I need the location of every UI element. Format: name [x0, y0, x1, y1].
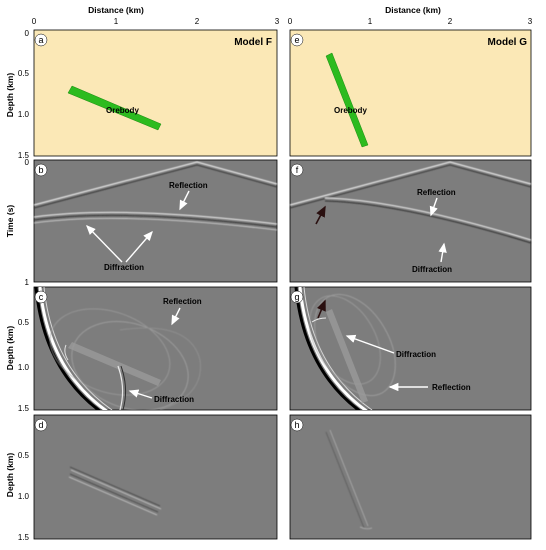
y-tick-label: 0.5 — [18, 69, 30, 78]
panel-letter-a: a — [38, 35, 43, 45]
model-g-title: Model G — [488, 37, 528, 48]
y-tick-label: 0.5 — [18, 318, 30, 327]
diffraction-arrow-f — [438, 242, 447, 263]
x-tick-label: 3 — [528, 17, 533, 26]
panel-f: f Reflection Diffraction — [289, 159, 532, 283]
panel-b-frame — [33, 159, 278, 283]
panel-letter-h: h — [294, 420, 299, 430]
panel-letter-bg — [34, 33, 48, 47]
reflection-arrow-f — [429, 197, 438, 217]
model-f-title: Model F — [234, 37, 272, 48]
y-tick-label: 1.5 — [18, 533, 30, 542]
panel-letter-bg — [34, 290, 48, 304]
diffraction-arrow-b1 — [86, 224, 123, 263]
panel-h: h — [289, 414, 532, 540]
reflection-label-b: Reflection — [169, 181, 208, 190]
y-tick-label: 1.0 — [18, 363, 30, 372]
y-ticks-c: 0.5 1.0 1.5 — [18, 318, 30, 413]
panel-b: b Reflection Diffraction — [33, 159, 278, 283]
x-axis-title-right: Distance (km) — [385, 5, 441, 15]
y-axis-title-a: Depth (km) — [5, 73, 15, 118]
diffraction-label-b: Diffraction — [104, 263, 144, 272]
diffraction-arrow-c — [128, 389, 153, 399]
y-axis-title-c: Depth (km) — [5, 326, 15, 371]
panel-a: Orebody a Model F — [33, 29, 278, 157]
reflection-arrow-c — [171, 307, 181, 326]
orebody-label-f: Orebody — [106, 106, 139, 115]
y-tick-label: 1.0 — [18, 110, 30, 119]
panel-letter-c: c — [39, 292, 44, 302]
panel-h-frame — [289, 414, 532, 540]
x-tick-label: 1 — [114, 17, 119, 26]
panel-letter-bg — [290, 33, 304, 47]
y-tick-label: 1.5 — [18, 151, 30, 160]
orebody-image-g — [326, 309, 368, 403]
y-axis-title-d: Depth (km) — [5, 453, 15, 498]
y-tick-label: 0.5 — [18, 451, 30, 460]
x-tick-label: 2 — [448, 17, 453, 26]
x-tick-label: 1 — [368, 17, 373, 26]
y-tick-label: 1 — [25, 278, 30, 287]
y-axis-title-b: Time (s) — [5, 205, 15, 238]
panel-d-frame — [33, 414, 278, 540]
panel-letter-b: b — [38, 165, 43, 175]
black-arrow-g — [316, 299, 326, 319]
y-tick-label: 0 — [25, 158, 30, 167]
panel-letter-bg — [290, 418, 304, 432]
reflection-arrow-b — [179, 190, 190, 211]
x-tick-label: 0 — [288, 17, 293, 26]
panel-e-frame — [289, 29, 532, 157]
panel-letter-bg — [290, 290, 304, 304]
panel-letter-g: g — [294, 292, 299, 302]
reflection-label-c: Reflection — [163, 297, 202, 306]
diffraction-arrow-g — [345, 334, 395, 354]
x-ticks-left: 0 1 2 3 — [32, 17, 280, 26]
y-ticks-a: 0 0.5 1.0 1.5 — [18, 29, 30, 160]
y-tick-label: 1.5 — [18, 404, 30, 413]
panel-c: c Reflection Diffraction — [33, 286, 278, 411]
y-tick-label: 0 — [25, 29, 30, 38]
orebody-shape-f — [67, 85, 162, 131]
reflection-label-g: Reflection — [432, 383, 471, 392]
diffraction-label-f: Diffraction — [412, 265, 452, 274]
panel-d: d — [33, 414, 278, 540]
y-ticks-b: 0 1 — [25, 158, 30, 287]
panel-g: g Diffraction Reflection — [289, 286, 532, 411]
x-tick-label: 0 — [32, 17, 37, 26]
panel-f-frame — [289, 159, 532, 283]
y-tick-label: 1.0 — [18, 492, 30, 501]
panel-letter-f: f — [296, 165, 299, 175]
panel-letter-bg — [290, 163, 304, 177]
reflection-label-f: Reflection — [417, 188, 456, 197]
diffraction-label-g: Diffraction — [396, 350, 436, 359]
panel-letter-e: e — [294, 35, 299, 45]
x-axis-title-left: Distance (km) — [88, 5, 144, 15]
panel-g-frame — [289, 286, 532, 411]
diffraction-arrow-b2 — [125, 230, 153, 263]
diffraction-label-c: Diffraction — [154, 395, 194, 404]
x-ticks-right: 0 1 2 3 — [288, 17, 533, 26]
black-arrow-f — [315, 205, 326, 225]
orebody-label-g: Orebody — [334, 106, 367, 115]
y-ticks-d: 0.5 1.0 1.5 — [18, 451, 30, 542]
panel-letter-bg — [34, 418, 48, 432]
panel-letter-bg — [34, 163, 48, 177]
x-tick-label: 2 — [195, 17, 200, 26]
panel-e: Orebody e Model G — [289, 29, 532, 157]
panel-letter-d: d — [38, 420, 43, 430]
orebody-shape-g — [325, 52, 369, 148]
x-tick-label: 3 — [275, 17, 280, 26]
orebody-image-c — [68, 342, 161, 386]
